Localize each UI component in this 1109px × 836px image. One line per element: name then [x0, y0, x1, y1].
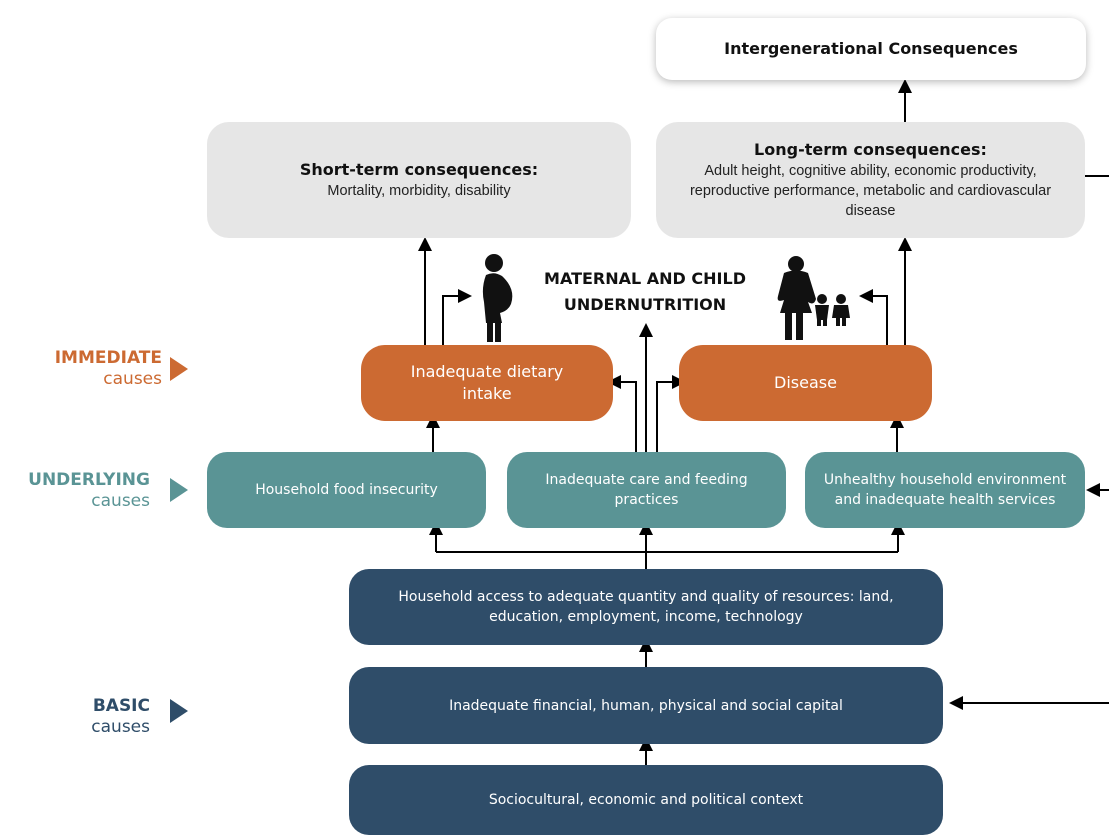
immediate-triangle-icon	[170, 357, 188, 381]
immediate-word: IMMEDIATE	[54, 348, 162, 368]
household-food-insecurity-box: Household food insecurity	[207, 452, 486, 528]
underlying-causes-label: UNDERLYING causes	[0, 470, 150, 512]
disease-box: Disease	[679, 345, 932, 421]
capital-label: Inadequate financial, human, physical an…	[449, 697, 843, 714]
disease-label: Disease	[774, 373, 837, 392]
food-insecurity-label: Household food insecurity	[255, 482, 438, 498]
household-access-label: Household access to adequate quantity an…	[398, 589, 894, 625]
household-access-box: Household access to adequate quantity an…	[349, 569, 943, 645]
center-title-line-2: UNDERNUTRITION	[563, 295, 727, 314]
center-title-line-1: MATERNAL AND CHILD	[544, 269, 746, 288]
care-and-feeding-box: Inadequate care and feeding practices	[507, 452, 786, 528]
immediate-sub: causes	[103, 369, 162, 389]
short-term-body: Mortality, morbidity, disability	[327, 182, 511, 199]
underlying-word: UNDERLYING	[28, 470, 150, 490]
basic-causes-label: BASIC causes	[0, 696, 150, 738]
short-term-title: Short-term consequences:	[299, 159, 539, 179]
underlying-triangle-icon	[170, 478, 188, 502]
long-term-body: Adult height, cognitive ability, economi…	[689, 162, 1052, 219]
sociocultural-context-box: Sociocultural, economic and political co…	[349, 765, 943, 835]
short-term-consequences-box: Short-term consequences: Mortality, morb…	[207, 122, 631, 238]
inadequate-capital-box: Inadequate financial, human, physical an…	[349, 667, 943, 744]
household-environment-box: Unhealthy household environment and inad…	[805, 452, 1085, 528]
intergenerational-consequences-box: Intergenerational Consequences	[656, 18, 1086, 80]
center-title: MATERNAL AND CHILD UNDERNUTRITION	[520, 266, 770, 318]
dietary-intake-label: Inadequate dietary intake	[410, 362, 564, 403]
basic-triangle-icon	[170, 699, 188, 723]
inadequate-dietary-intake-box: Inadequate dietary intake	[361, 345, 613, 421]
basic-word: BASIC	[92, 696, 150, 716]
context-label: Sociocultural, economic and political co…	[488, 792, 804, 808]
care-feeding-label: Inadequate care and feeding practices	[545, 472, 748, 508]
long-term-title: Long-term consequences:	[754, 139, 987, 159]
basic-sub: causes	[91, 717, 150, 737]
long-term-consequences-box: Long-term consequences: Adult height, co…	[656, 122, 1085, 238]
immediate-causes-label: IMMEDIATE causes	[12, 348, 162, 390]
intergenerational-label: Intergenerational Consequences	[724, 38, 1018, 58]
underlying-sub: causes	[91, 491, 150, 511]
environment-label: Unhealthy household environment and inad…	[823, 472, 1067, 508]
